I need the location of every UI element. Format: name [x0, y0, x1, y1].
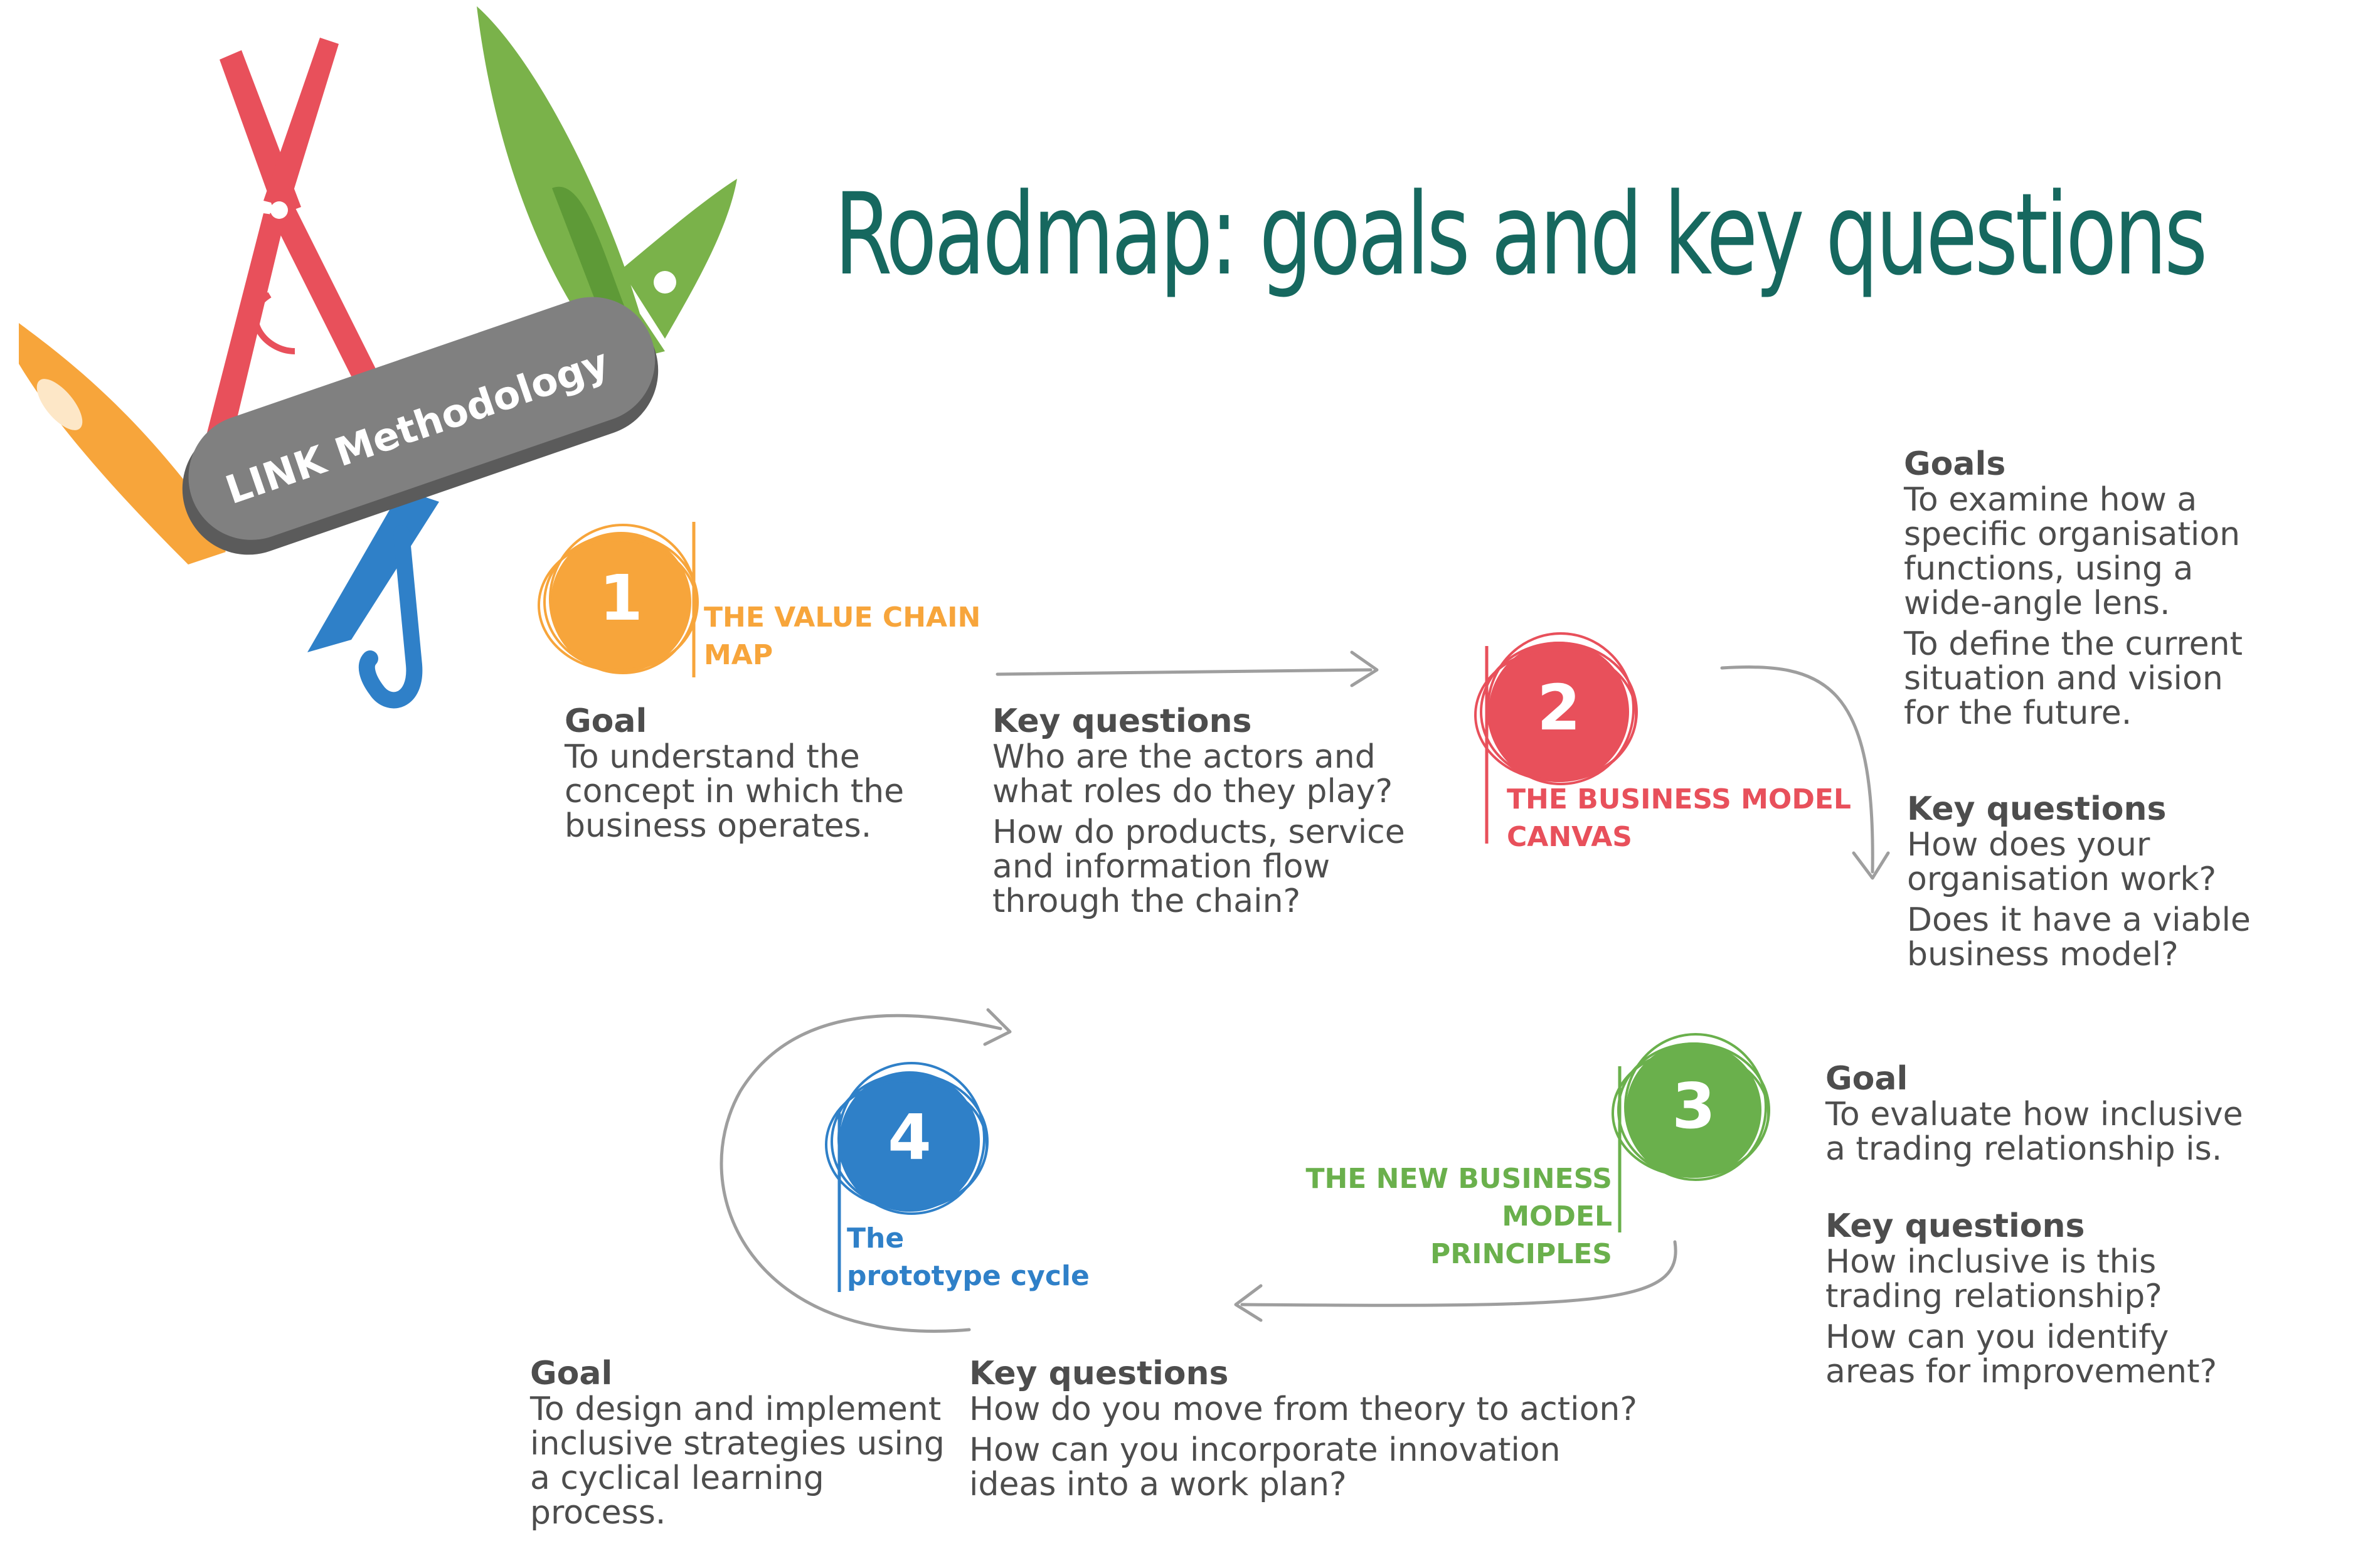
stage2-goal-text: To define the current situation and visi…: [1904, 625, 2243, 732]
stage3-questions-heading: Key questions: [1825, 1207, 2085, 1245]
stage2-goal-block: Goals To examine how a specific organisa…: [1904, 445, 2343, 737]
swiss-knife-illustration: [19, 6, 737, 709]
stage1-goal-heading: Goal: [565, 702, 647, 740]
stage4-question: How do you move from theory to action?: [969, 1391, 1637, 1428]
stage2-number: 2: [1537, 671, 1581, 744]
stage1-questions-heading: Key questions: [992, 702, 1252, 740]
stage1-questions-block: Key questions Who are the actors and wha…: [992, 702, 1431, 925]
arrow-stage2-to-stage3: [1720, 665, 1890, 880]
stage1-label: THE VALUE CHAIN MAP: [704, 601, 981, 671]
stage2-question: How does your organisation work?: [1907, 826, 2217, 898]
stage3-circle: [1612, 1033, 1770, 1181]
stage1-goal-text: To understand the concept in which the b…: [565, 738, 905, 845]
stage3-label: THE NEW BUSINESS MODEL PRINCIPLES: [1305, 1163, 1612, 1270]
stage3-question: How can you identify areas for improveme…: [1825, 1318, 2218, 1391]
stage3-question: How inclusive is this trading relationsh…: [1825, 1243, 2162, 1315]
stage3-goal-heading: Goal: [1825, 1060, 1908, 1098]
stage2-goal-heading: Goals: [1904, 445, 2006, 483]
stage4-number: 4: [888, 1101, 932, 1174]
stage2-questions-heading: Key questions: [1907, 790, 2167, 828]
stage4-goal-heading: Goal: [530, 1355, 613, 1392]
stage1-question: How do products, service and information…: [992, 813, 1405, 920]
arrow-stage1-to-stage2: [996, 650, 1379, 687]
arrow-prototype-cycle: [720, 1008, 1012, 1333]
stage4-questions-block: Key questions How do you move from theor…: [969, 1355, 1659, 1508]
stage2-questions-block: Key questions How does your organisation…: [1907, 790, 2346, 978]
stage1-goal-block: Goal To understand the concept in which …: [565, 702, 916, 850]
stage3-number: 3: [1672, 1069, 1716, 1143]
stage4-question: How can you incorporate innovation ideas…: [969, 1431, 1561, 1503]
arrow-stage3-to-stage4: [1234, 1240, 1677, 1322]
stage2-goal-text: To examine how a specific organisation f…: [1904, 481, 2241, 622]
stage1-number: 1: [599, 561, 643, 635]
stage4-goal-text: To design and implement inclusive strate…: [530, 1391, 945, 1532]
stage1-question: Who are the actors and what roles do the…: [992, 738, 1393, 810]
stage4-questions-heading: Key questions: [969, 1355, 1229, 1392]
page-title: Roadmap: goals and key questions: [834, 169, 2207, 300]
stage2-question: Does it have a viable business model?: [1907, 901, 2251, 973]
stage4-circle: [825, 1062, 989, 1215]
stage2-label: THE BUSINESS MODEL CANVAS: [1507, 783, 1851, 853]
stage3-questions-block: Key questions How inclusive is this trad…: [1825, 1207, 2277, 1396]
stage4-label: The prototype cycle: [847, 1222, 1090, 1292]
stage3-goal-block: Goal To evaluate how inclusive a trading…: [1825, 1060, 2277, 1173]
stage1-circle: [538, 524, 699, 674]
stage3-goal-text: To evaluate how inclusive a trading rela…: [1825, 1096, 2243, 1168]
stage4-goal-block: Goal To design and implement inclusive s…: [530, 1355, 969, 1537]
